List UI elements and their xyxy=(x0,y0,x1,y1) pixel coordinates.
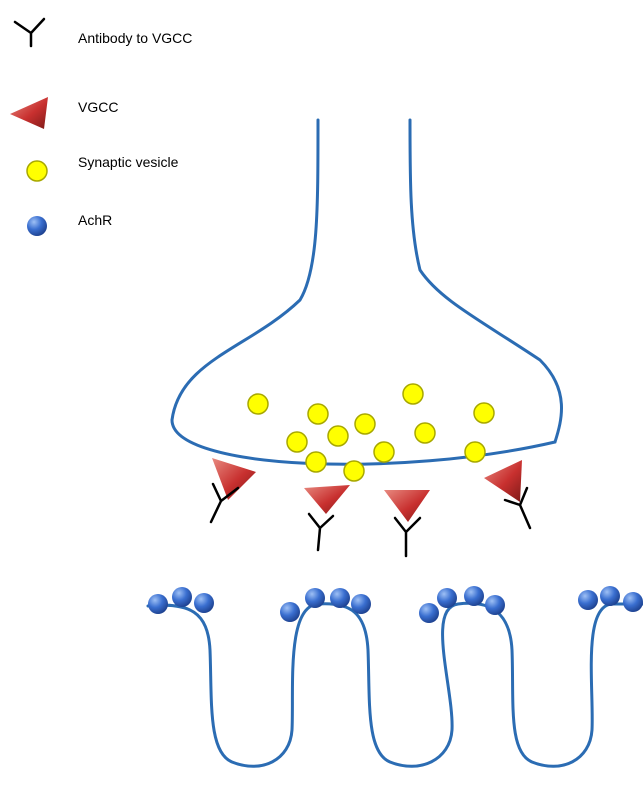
antibody xyxy=(395,518,420,556)
achr-receptors xyxy=(148,586,643,623)
synaptic-vesicle xyxy=(344,461,364,481)
synaptic-vesicle xyxy=(474,403,494,423)
vgcc-channels xyxy=(212,458,522,522)
synaptic-vesicle xyxy=(306,452,326,472)
legend-item-achr: AchR xyxy=(27,212,112,236)
achr-receptor xyxy=(600,586,620,606)
synaptic-vesicle xyxy=(374,442,394,462)
achr-receptor xyxy=(305,588,325,608)
achr-receptor xyxy=(194,593,214,613)
achr-sphere-icon xyxy=(27,216,47,236)
vgcc-channel xyxy=(304,485,350,514)
achr-receptor xyxy=(485,595,505,615)
antibody xyxy=(309,514,333,550)
vgcc-channel xyxy=(384,490,430,522)
achr-receptor xyxy=(148,594,168,614)
synaptic-vesicles xyxy=(248,384,494,481)
achr-receptor xyxy=(578,590,598,610)
synaptic-vesicle xyxy=(403,384,423,404)
legend-label-vesicle: Synaptic vesicle xyxy=(78,154,179,170)
synaptic-vesicle xyxy=(465,442,485,462)
achr-receptor xyxy=(464,586,484,606)
synaptic-vesicle xyxy=(287,432,307,452)
synaptic-vesicle xyxy=(308,404,328,424)
achr-receptor xyxy=(437,588,457,608)
synaptic-vesicle xyxy=(355,414,375,434)
legend-item-vgcc: VGCC xyxy=(10,97,118,129)
synaptic-vesicle xyxy=(328,426,348,446)
legend-item-vesicle: Synaptic vesicle xyxy=(27,154,179,181)
legend-item-antibody: Antibody to VGCC xyxy=(15,19,192,46)
achr-receptor xyxy=(351,594,371,614)
postsynaptic-membrane xyxy=(148,603,643,766)
antibody-icon xyxy=(15,19,44,46)
achr-receptor xyxy=(623,592,643,612)
achr-receptor xyxy=(419,603,439,623)
legend-label-vgcc: VGCC xyxy=(78,99,118,115)
vgcc-triangle-icon xyxy=(10,97,48,129)
legend-label-antibody: Antibody to VGCC xyxy=(78,30,192,46)
presynaptic-membrane xyxy=(172,120,562,464)
legend-label-achr: AchR xyxy=(78,212,112,228)
synaptic-vesicle xyxy=(415,423,435,443)
synaptic-vesicle xyxy=(248,394,268,414)
achr-receptor xyxy=(330,588,350,608)
legend: Antibody to VGCC VGCC Synaptic vesicle A… xyxy=(10,19,192,236)
antibodies xyxy=(211,484,530,556)
vgcc-channel xyxy=(484,460,522,502)
achr-receptor xyxy=(172,587,192,607)
vesicle-circle-icon xyxy=(27,161,47,181)
achr-receptor xyxy=(280,602,300,622)
